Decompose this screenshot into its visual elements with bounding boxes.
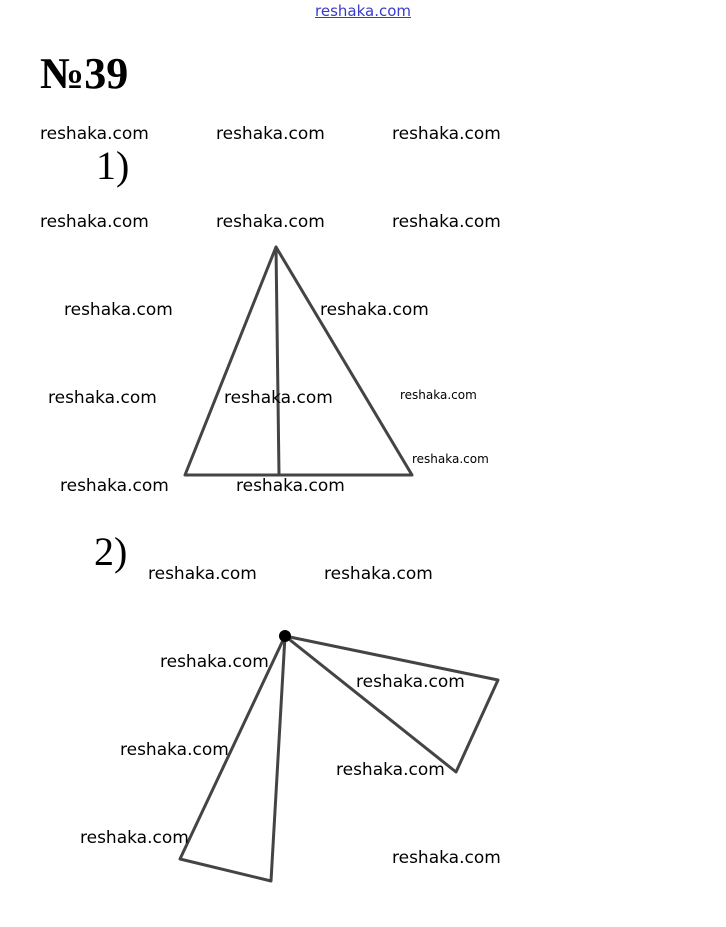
watermark: reshaka.com bbox=[392, 848, 501, 868]
watermark: reshaka.com bbox=[80, 828, 189, 848]
watermark: reshaka.com bbox=[216, 212, 325, 232]
watermark: reshaka.com bbox=[40, 212, 149, 232]
watermark: reshaka.com bbox=[400, 388, 477, 402]
left-triangle-outline bbox=[178, 634, 287, 883]
watermark: reshaka.com bbox=[324, 564, 433, 584]
header-site-link[interactable]: reshaka.com bbox=[315, 2, 411, 20]
watermark: reshaka.com bbox=[148, 564, 257, 584]
watermark: reshaka.com bbox=[392, 212, 501, 232]
watermark: reshaka.com bbox=[160, 652, 269, 672]
watermark: reshaka.com bbox=[48, 388, 157, 408]
watermark: reshaka.com bbox=[40, 124, 149, 144]
problem-number: №39 bbox=[40, 49, 129, 98]
watermark: reshaka.com bbox=[412, 452, 489, 466]
watermark: reshaka.com bbox=[320, 300, 429, 320]
part-2-label: 2) bbox=[94, 529, 128, 574]
watermark: reshaka.com bbox=[392, 124, 501, 144]
watermark: reshaka.com bbox=[216, 124, 325, 144]
watermark: reshaka.com bbox=[356, 672, 465, 692]
watermark: reshaka.com bbox=[120, 740, 229, 760]
watermark: reshaka.com bbox=[224, 388, 333, 408]
watermark: reshaka.com bbox=[64, 300, 173, 320]
apex-to-base-segment bbox=[274, 245, 281, 477]
watermark: reshaka.com bbox=[60, 476, 169, 496]
right-triangle-outline bbox=[283, 634, 500, 774]
watermark: reshaka.com bbox=[236, 476, 345, 496]
part-1-label: 1) bbox=[96, 143, 130, 188]
common-vertex-dot bbox=[279, 630, 291, 642]
triangle-outline bbox=[183, 245, 414, 477]
watermark: reshaka.com bbox=[336, 760, 445, 780]
